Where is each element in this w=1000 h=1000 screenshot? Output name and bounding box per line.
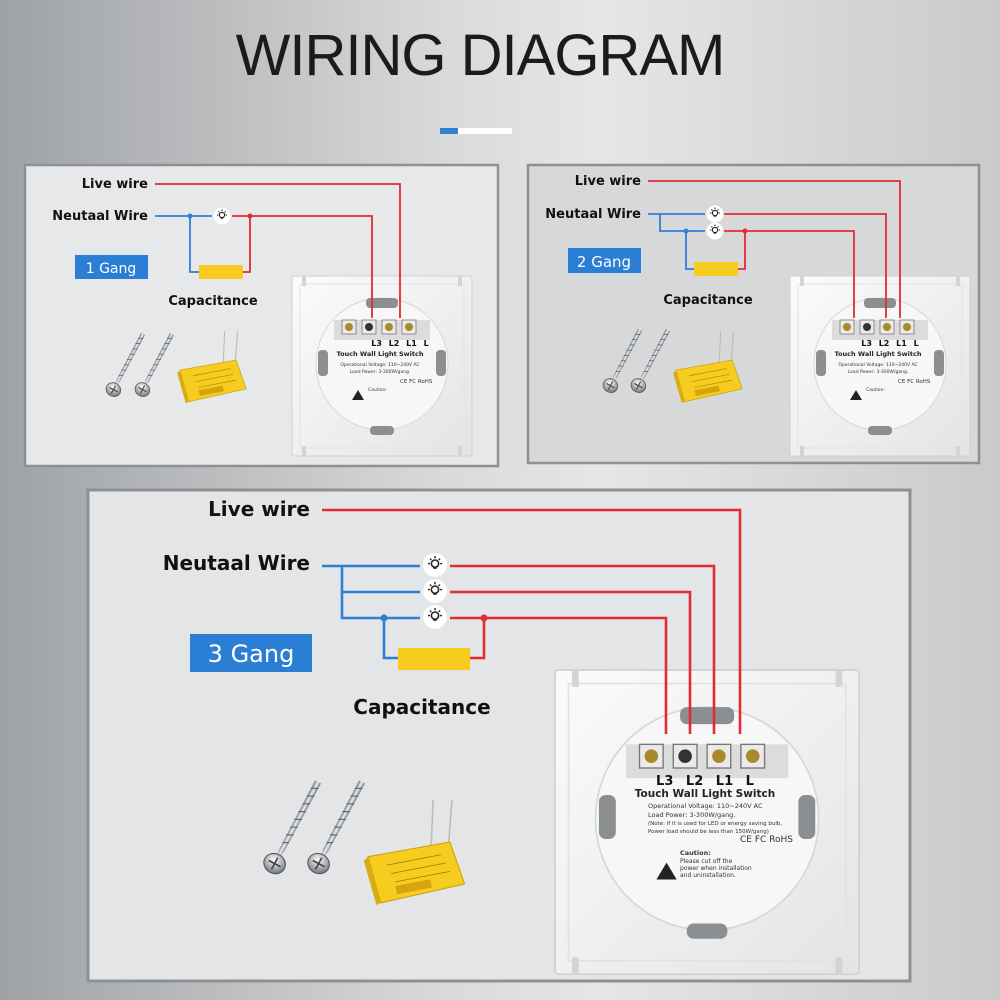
caution-label: Caution:	[368, 387, 387, 393]
neutral-junction	[187, 213, 193, 219]
neutral-to-capacitor	[189, 216, 199, 273]
terminal-l: L	[746, 774, 754, 789]
panel-2-gang: L3 L2 L1 L Touch Wall Light Switch Opera…	[526, 163, 981, 465]
cert-marks: CE FC RoHS	[400, 379, 433, 385]
terminal-l3: L3	[371, 339, 382, 348]
panel-1-gang: L3 L2 L1 L Touch Wall Light Switch Opera…	[23, 163, 500, 468]
panel-3-gang: L3 L2 L1 L Touch Wall Light Switch Opera…	[86, 488, 912, 983]
page-title: WIRING DIAGRAM	[235, 23, 726, 88]
neutral-wire-label: Neutaal Wire	[545, 207, 641, 222]
caution-text-2: power when installation	[680, 865, 752, 872]
neutral-wire-label: Neutaal Wire	[163, 551, 310, 575]
live-wire-label: Live wire	[82, 177, 148, 192]
device-name: Touch Wall Light Switch	[337, 350, 424, 358]
terminal-labels: L3 L2 L1 L	[861, 339, 919, 348]
neutral-to-capacitor	[685, 231, 694, 270]
spec-load: Load Power: 3-300W/gang.	[648, 811, 735, 819]
gang-badge	[75, 255, 148, 279]
live-wire-label: Live wire	[575, 174, 641, 189]
device-name: Touch Wall Light Switch	[635, 788, 776, 800]
terminal-l: L	[914, 339, 919, 348]
capacitance-symbol	[199, 265, 243, 279]
terminal-l2: L2	[389, 339, 400, 348]
load-wire-l2	[724, 230, 855, 318]
terminal-l2: L2	[686, 774, 703, 789]
capacitance-symbol	[694, 262, 738, 276]
live-wire-line	[322, 508, 742, 734]
live-wire-line	[648, 180, 901, 318]
neutral-junction	[380, 614, 388, 622]
title-accent-blue	[440, 128, 458, 134]
spec-voltage: Operational Voltage: 110~240V AC	[648, 802, 763, 810]
spec-voltage: Operational Voltage: 110~240V AC	[838, 362, 917, 368]
gang-badge-label: 1 Gang	[86, 261, 137, 277]
spec-load: Load Power: 3-300W/gang.	[848, 369, 909, 375]
spec-voltage: Operational Voltage: 110~240V AC	[340, 362, 419, 368]
caution-text: Please cut off the	[680, 858, 733, 865]
capacitance-symbol	[398, 648, 470, 670]
capacitor-to-load	[738, 231, 746, 270]
lamp-icon-1	[422, 552, 448, 578]
load-wire-l2	[450, 590, 692, 734]
neutral-to-capacitor	[382, 618, 398, 660]
lamp-icon-2	[705, 221, 725, 241]
live-wire-label: Live wire	[208, 497, 310, 521]
caution-label: Caution:	[866, 387, 885, 393]
spec-note: (Note: if it is used for LED or energy s…	[648, 821, 782, 827]
terminal-l1: L1	[716, 774, 733, 789]
spec-load: Load Power: 3-300W/gang.	[350, 369, 411, 375]
capacitance-label: Capacitance	[663, 293, 753, 308]
lamp-icon-1	[705, 204, 725, 224]
device-name: Touch Wall Light Switch	[835, 350, 922, 358]
terminal-l3: L3	[861, 339, 872, 348]
lamp-icon-2	[422, 578, 448, 604]
neutral-wire-label: Neutaal Wire	[52, 209, 148, 224]
capacitor-to-load	[243, 216, 251, 273]
gang-badge	[568, 248, 641, 273]
lamp-icon-3	[422, 604, 448, 630]
caution-text-3: and uninstallation.	[680, 872, 736, 879]
lamp-icon	[212, 206, 232, 226]
terminal-l2: L2	[879, 339, 890, 348]
neutral-branch	[659, 214, 705, 232]
terminal-labels: L3 L2 L1 L	[371, 339, 429, 348]
live-wire-line	[155, 183, 401, 318]
terminal-l: L	[424, 339, 429, 348]
load-wire-l1	[724, 213, 887, 318]
load-junction	[247, 213, 253, 219]
gang-badge-label: 2 Gang	[577, 253, 631, 271]
load-junction	[742, 228, 748, 234]
load-wire-l1	[450, 564, 716, 734]
capacitance-label: Capacitance	[353, 695, 490, 719]
terminal-l1: L1	[406, 339, 417, 348]
terminal-l1: L1	[896, 339, 907, 348]
capacitor-to-load	[470, 618, 486, 660]
cert-marks: CE FC RoHS	[898, 379, 931, 385]
terminal-l3: L3	[656, 774, 673, 789]
neutral-junction	[683, 228, 689, 234]
gang-badge	[190, 634, 312, 672]
cert-marks: CE FC RoHS	[740, 835, 793, 845]
caution-label: Caution:	[680, 849, 711, 857]
gang-badge-label: 3 Gang	[208, 640, 295, 668]
spec-note-2: Power load should be less than 150W/gang…	[648, 829, 769, 835]
neutral-bus	[340, 566, 420, 620]
load-wire-l3	[450, 616, 668, 734]
load-wire-l1	[232, 215, 373, 318]
terminal-labels: L3 L2 L1 L	[656, 774, 754, 789]
title-accent-white	[458, 128, 512, 134]
capacitance-label: Capacitance	[168, 294, 258, 309]
load-junction	[480, 614, 488, 622]
